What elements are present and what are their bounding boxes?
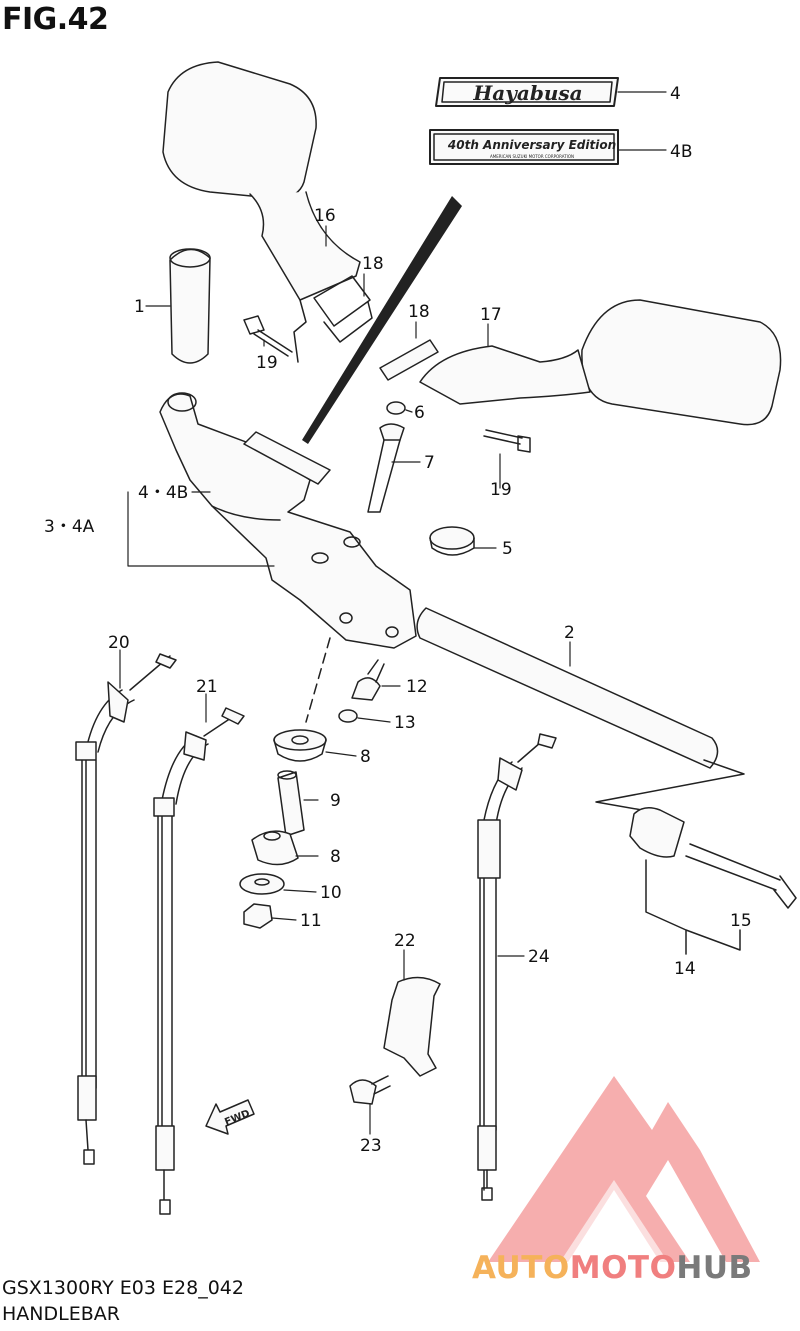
mirror-right-17	[419, 299, 782, 426]
label-14: 14	[674, 959, 696, 979]
decal-anniversary-4b	[429, 129, 619, 165]
cushion-8-lower	[251, 830, 299, 866]
decal-anniversary-subtext: AMERICAN SUZUKI MOTOR CORPORATION	[490, 154, 574, 159]
bar-end-screw-15	[685, 843, 797, 909]
label-3-4a: 3・4A	[44, 517, 95, 537]
label-1: 1	[134, 297, 145, 317]
decal-pointer-wedge	[302, 196, 462, 444]
label-12: 12	[406, 677, 428, 697]
mirror-pad-18	[379, 339, 439, 381]
label-4b: 4B	[670, 142, 692, 162]
cushion-8-upper	[273, 729, 327, 762]
label-19b: 19	[490, 480, 512, 500]
bolt-23	[349, 1075, 391, 1105]
label-9: 9	[330, 791, 341, 811]
section-name: HANDLEBAR	[2, 1303, 120, 1325]
nut-11	[243, 903, 273, 929]
watermark-moto: MOTO	[569, 1250, 677, 1286]
throttle-cable-20	[75, 653, 177, 1165]
bar-end-14	[629, 807, 685, 858]
mirror-left-16	[162, 61, 373, 363]
decal-hayabusa-4	[435, 77, 619, 107]
watermark-logo	[488, 1076, 760, 1262]
bolt-19-right	[483, 429, 531, 453]
collar-9	[277, 770, 305, 837]
centre-axis	[305, 637, 331, 723]
model-code: GSX1300RY E03 E28_042	[2, 1277, 244, 1299]
label-4: 4	[670, 84, 681, 104]
label-21: 21	[196, 677, 218, 697]
bolt-19-left	[243, 315, 293, 357]
label-13: 13	[394, 713, 416, 733]
figure-title: FIG.42	[2, 2, 109, 37]
label-5: 5	[502, 539, 513, 559]
label-18a: 18	[362, 254, 384, 274]
cable-clamp-22	[383, 976, 441, 1077]
watermark-brand: AUTOMOTOHUB	[472, 1250, 753, 1286]
label-23: 23	[360, 1136, 382, 1156]
label-7: 7	[424, 453, 435, 473]
label-4-4b: 4・4B	[138, 483, 188, 503]
bolt-7	[367, 423, 405, 513]
watermark-hub: HUB	[676, 1250, 753, 1286]
left-grip-1	[169, 248, 211, 364]
leader-14-15	[645, 859, 741, 955]
decal-anniversary-text: 40th Anniversary Edition	[447, 138, 616, 152]
handlebar-holder-3-4a	[159, 392, 417, 649]
label-8a: 8	[360, 747, 371, 767]
label-20: 20	[108, 633, 130, 653]
leader-lines	[119, 91, 667, 1135]
label-19a: 19	[256, 353, 278, 373]
label-11: 11	[300, 911, 322, 931]
throttle-cable-21	[153, 707, 245, 1215]
label-8b: 8	[330, 847, 341, 867]
bolt-12	[351, 659, 385, 701]
label-16: 16	[314, 206, 336, 226]
label-22: 22	[394, 931, 416, 951]
cap-13	[338, 709, 358, 723]
label-24: 24	[528, 947, 550, 967]
label-6: 6	[414, 403, 425, 423]
watermark-auto: AUTO	[472, 1250, 570, 1286]
label-10: 10	[320, 883, 342, 903]
break-line	[595, 759, 745, 811]
handlebar-tube-2	[416, 607, 719, 769]
label-2: 2	[564, 623, 575, 643]
cap-6	[386, 401, 406, 415]
label-15: 15	[730, 911, 752, 931]
fwd-arrow	[205, 1099, 255, 1135]
plug-5	[429, 526, 475, 556]
label-18b: 18	[408, 302, 430, 322]
washer-10	[239, 873, 285, 895]
choke-cable-24	[477, 733, 557, 1201]
decal-hayabusa-text: Hayabusa	[472, 81, 582, 105]
label-17: 17	[480, 305, 502, 325]
